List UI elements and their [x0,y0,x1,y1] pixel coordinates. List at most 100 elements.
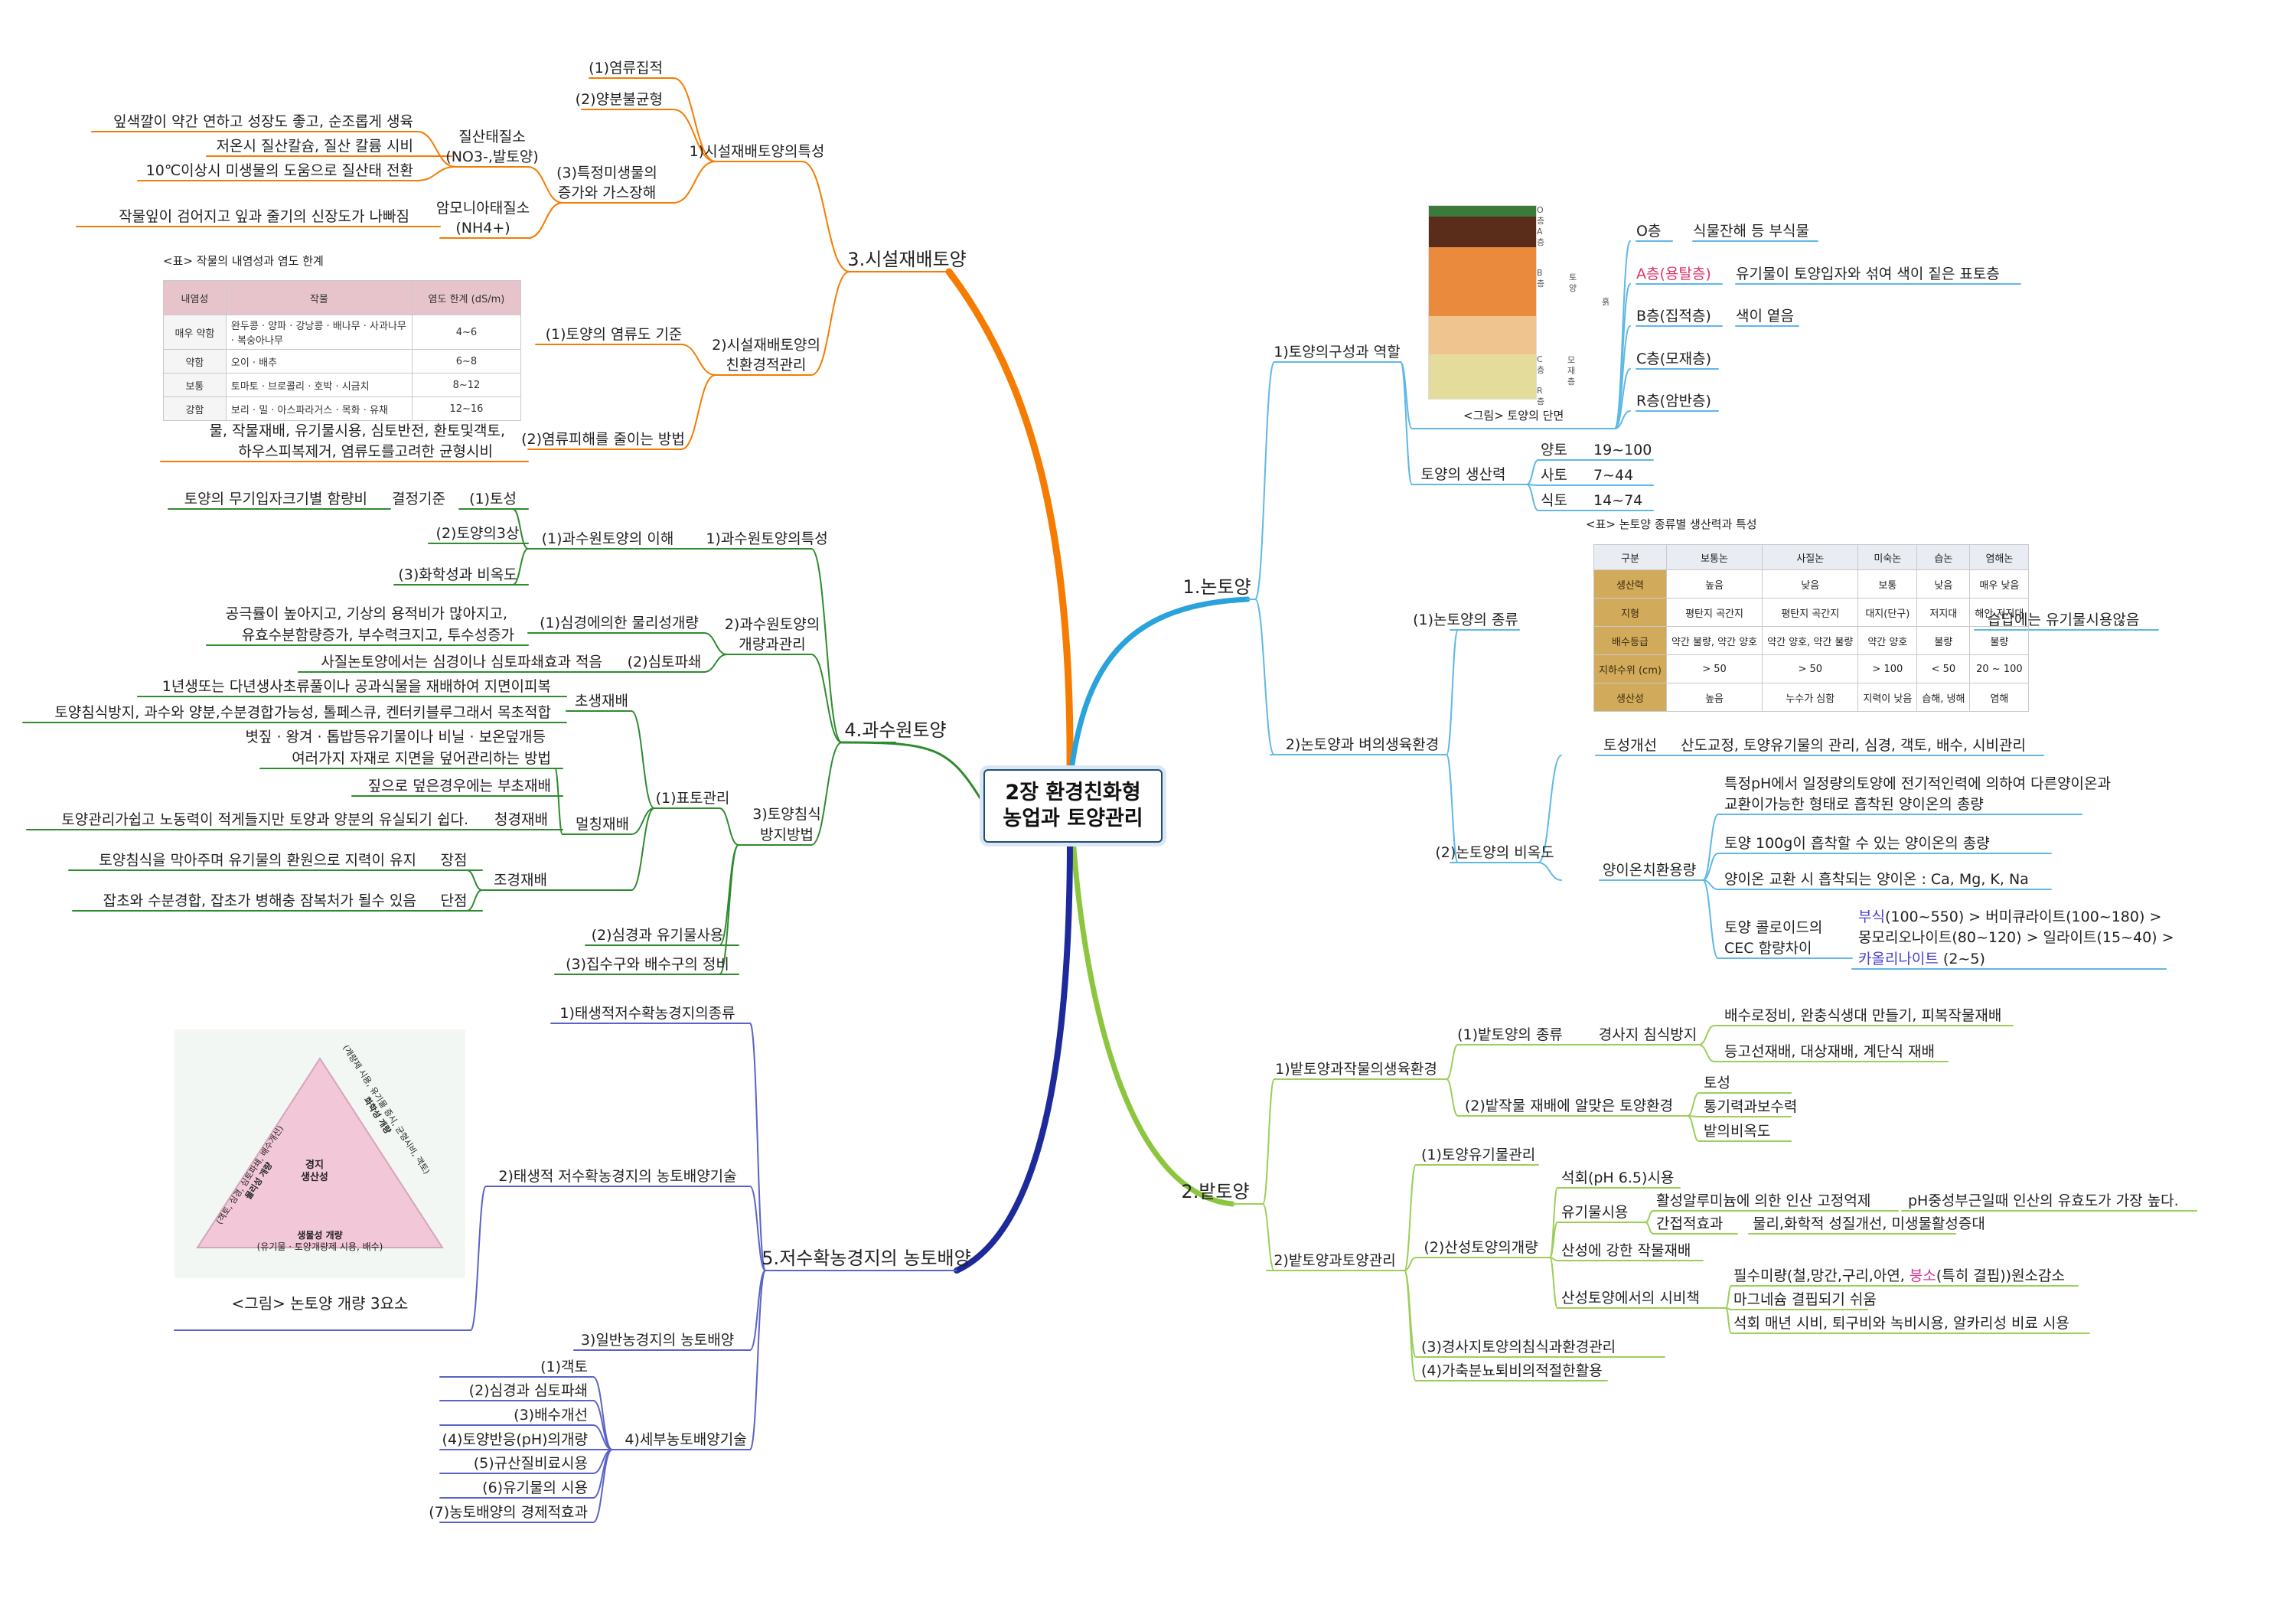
prod-loam[interactable]: 양토 [1541,442,1567,458]
node-combo-culture[interactable]: 조경재배 [494,872,547,889]
connector [1526,484,1539,511]
central-topic[interactable]: 2장 환경친화형 농업과 토양관리 [983,769,1163,843]
detail-item-6[interactable]: (6)유기물의 시용 [482,1479,588,1496]
detail-item-7[interactable]: (7)농토배양의 경제적효과 [429,1504,588,1521]
layer-a[interactable]: A층(용탈층) [1636,266,1711,282]
cell: 불량 [1916,626,1971,655]
acid-fert[interactable]: 산성토양에서의 시비책 [1561,1290,1700,1306]
node-detail-tech[interactable]: 4)세부농토배양기술 [625,1431,747,1448]
node-mulching[interactable]: 멀칭재배 [576,816,629,833]
cell: 생산성 [1593,683,1667,712]
node-ammonia-2[interactable]: (NH4+) [455,220,510,237]
cell: 보통 [163,373,227,397]
node-upland-mgmt[interactable]: 2)밭토양과토양관리 [1274,1252,1396,1269]
node-three-phase[interactable]: (2)토양의3상 [435,525,520,542]
node-salinity-std[interactable]: (1)토양의 염류도 기준 [545,326,683,343]
node-paddy-types[interactable]: (1)논토양의 종류 [1413,612,1518,628]
detail-item-1[interactable]: (1)객토 [540,1359,588,1375]
node-pro[interactable]: 장점 [440,852,468,869]
layer-r[interactable]: R층(암반층) [1636,393,1711,409]
node-eco-mgmt-1[interactable]: 2)시설재배토양의 [712,337,820,354]
node-upland-growth[interactable]: 1)밭토양과작물의생육환경 [1275,1061,1437,1078]
connector [416,166,456,181]
acid-om-a: 활성알루미늄에 의한 인산 고정억제 [1656,1192,1871,1209]
detail-item-2[interactable]: (2)심경과 심토파쇄 [468,1382,588,1399]
node-acid-improve[interactable]: (2)산성토양의개량 [1424,1239,1538,1256]
acid-om-b: 간접적효과 [1656,1215,1724,1232]
layer-b[interactable]: B층(집적층) [1636,308,1711,325]
branch-paddy-soil[interactable]: 1.논토양 [1182,576,1251,598]
node-chemistry[interactable]: (3)화학성과 비옥도 [398,566,517,583]
th: 내염성 [163,280,227,315]
node-nitrate-1[interactable]: 질산태질소 [458,129,526,145]
node-slope-soil[interactable]: (3)경사지토양의침식과환경관리 [1421,1339,1616,1355]
node-erosion-2[interactable]: 방지방법 [760,827,814,843]
rank-kaolinite: 카올리나이트 [1858,951,1939,967]
detail-item-4[interactable]: (4)토양반응(pH)의개량 [442,1431,588,1448]
acid-lime[interactable]: 석회(pH 6.5)시용 [1561,1169,1675,1186]
env-item-1: 토성 [1704,1075,1730,1091]
node-orchard-understand[interactable]: (1)과수원토양의 이해 [541,530,674,547]
node-soil-improve[interactable]: 토성개선 [1603,737,1657,754]
node-cec[interactable]: 양이온치환용량 [1602,862,1697,879]
node-manure[interactable]: (4)가축분뇨퇴비의적절한활용 [1421,1362,1603,1379]
detail-item-5[interactable]: (5)규산질비료시용 [473,1455,588,1472]
node-con[interactable]: 단점 [440,892,468,909]
acid-om[interactable]: 유기물시용 [1561,1204,1629,1221]
prod-clay[interactable]: 식토 [1541,492,1567,509]
node-low-yield-kinds[interactable]: 1)태생적저수확농경지의종류 [559,1005,735,1022]
layer-o[interactable]: O층 [1636,223,1662,240]
node-microbe-2[interactable]: 증가와 가스장해 [557,184,657,201]
node-erosion-prevent[interactable]: 경사지 침식방지 [1598,1026,1698,1043]
branch-low-yield[interactable]: 5.저수확농경지의 농토배양 [762,1248,971,1269]
branch-upland-soil[interactable]: 2.밭토양 [1181,1181,1250,1202]
connector [466,869,483,891]
cell: 누수가 심함 [1762,683,1859,712]
cell: 낮음 [1916,569,1971,599]
branch-greenhouse-soil[interactable]: 3.시설재배토양 [847,249,967,270]
connector [1446,1044,1459,1080]
detail-item-3[interactable]: (3)배수개선 [514,1407,588,1424]
node-deep-om[interactable]: (2)심경과 유기물사용 [591,927,724,944]
node-low-yield-tech[interactable]: 2)태생적 저수확농경지의 농토배양기술 [498,1168,737,1185]
node-greenhouse-props[interactable]: 1)시설재배토양의특성 [689,143,825,160]
node-subsoil-break[interactable]: (2)심토파쇄 [627,654,702,670]
th: 작물 [225,280,413,315]
prod-loam-value: 19~100 [1593,442,1652,458]
node-orchard-improve-2[interactable]: 개량과관리 [739,636,806,653]
node-salt-reduce[interactable]: (2)염류피해를 줄이는 방법 [521,431,685,448]
prop-salt[interactable]: (1)염류집적 [589,60,663,77]
node-microbe-1[interactable]: (3)특정미생물의 [556,165,657,181]
node-paddy-fertility[interactable]: (2)논토양의 비옥도 [1435,844,1554,861]
prop-imbalance[interactable]: (2)양분불균형 [575,91,663,108]
layer-c[interactable]: C층(모재층) [1636,351,1712,367]
node-grass-culture[interactable]: 초생재배 [575,693,628,710]
prod-sand[interactable]: 사토 [1541,467,1567,484]
node-orchard-improve-1[interactable]: 2)과수원토양의 [724,616,820,633]
node-productivity[interactable]: 토양의 생산력 [1420,466,1506,483]
acid-crop[interactable]: 산성에 강한 작물재배 [1561,1242,1691,1259]
table-row: 보통 토마토 · 브로콜리 · 호박 · 시금치 8~12 [163,373,522,397]
node-soil-composition[interactable]: 1)토양의구성과 역할 [1274,344,1401,360]
node-deep-plow[interactable]: (1)심경에의한 물리성개량 [540,615,699,631]
node-ammonia-1[interactable]: 암모니아태질소 [435,200,530,217]
node-surface-mgmt[interactable]: (1)표토관리 [655,790,730,807]
node-upland-env[interactable]: (2)밭작물 재배에 알맞은 토양환경 [1464,1098,1674,1114]
node-nitrate-2[interactable]: (NO3-,발토양) [445,148,539,165]
node-erosion-1[interactable]: 3)토양침식 [752,806,821,823]
clean-desc: 토양관리가쉽고 노동력이 적게들지만 토양과 양분의 유실되기 쉽다. [61,811,468,828]
node-drainage[interactable]: (3)집수구와 배수구의 정비 [566,956,729,973]
node-clean-culture[interactable]: 청경재배 [494,811,548,828]
node-orchard-props[interactable]: 1)과수원토양의특성 [706,530,828,547]
connector [703,654,728,673]
node-paddy-env[interactable]: 2)논토양과 벼의생육환경 [1285,736,1440,753]
table-row: 생산성 높음 누수가 심함 지력이 낮음 습해, 냉해 염해 [1593,683,2030,712]
node-general-field[interactable]: 3)일반농경지의 농토배양 [580,1332,735,1349]
node-soil-organic[interactable]: (1)토양유기물관리 [1421,1147,1536,1163]
node-texture[interactable]: (1)토성 [469,491,517,507]
branch-orchard-soil[interactable]: 4.과수원토양 [844,719,947,741]
cec-rank-line-2: 몽모리오나이트(80~120) > 일라이트(15~40) > [1858,929,2174,946]
node-eco-mgmt-2[interactable]: 친환경적관리 [726,357,807,374]
connector [719,807,739,846]
node-upland-types[interactable]: (1)밭토양의 종류 [1457,1026,1563,1043]
